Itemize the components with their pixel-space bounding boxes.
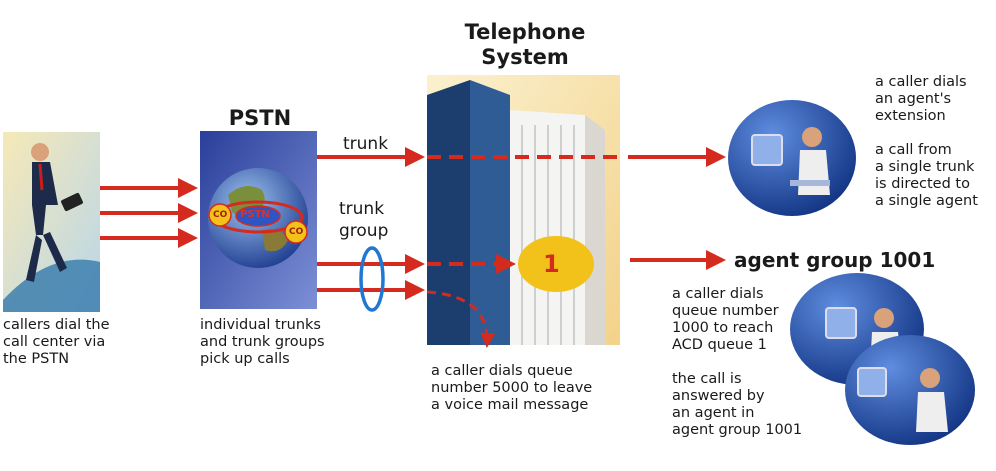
co-left-badge bbox=[208, 203, 232, 227]
voicemail-caption: a caller dials queue number 5000 to leav… bbox=[431, 363, 593, 413]
trunk-group-ring bbox=[359, 246, 385, 312]
caller-arrows bbox=[100, 178, 198, 248]
caller-image bbox=[3, 132, 100, 312]
pstn-caption: individual trunks and trunk groups pick … bbox=[200, 317, 325, 367]
co-left-label: CO bbox=[213, 210, 228, 220]
agent-group-label: agent group 1001 bbox=[734, 248, 936, 272]
agent-image-top bbox=[728, 100, 856, 216]
callers-caption: callers dial the call center via the PST… bbox=[3, 317, 110, 367]
pstn-panel bbox=[200, 131, 317, 309]
co-right-badge bbox=[284, 220, 308, 244]
telephone-building bbox=[427, 75, 620, 345]
acd-queue-badge bbox=[518, 236, 594, 292]
pstn-globe-label: PSTN bbox=[240, 209, 270, 220]
pstn-title: PSTN bbox=[228, 106, 292, 130]
telephone-system-title: Telephone System bbox=[464, 20, 586, 69]
co-right-label: CO bbox=[289, 227, 304, 237]
acd-queue-number: 1 bbox=[543, 250, 560, 278]
agent-image-bottom bbox=[845, 335, 975, 445]
acd-queue-caption: a caller dials queue number 1000 to reac… bbox=[672, 286, 803, 438]
arrow-voicemail bbox=[426, 290, 496, 348]
trunk-label: trunk bbox=[343, 134, 389, 154]
trunk-arrows bbox=[317, 147, 726, 348]
agent-extension-caption: a caller dials an agent's extension a ca… bbox=[875, 74, 978, 209]
trunk-group-label: trunk group bbox=[339, 199, 389, 241]
